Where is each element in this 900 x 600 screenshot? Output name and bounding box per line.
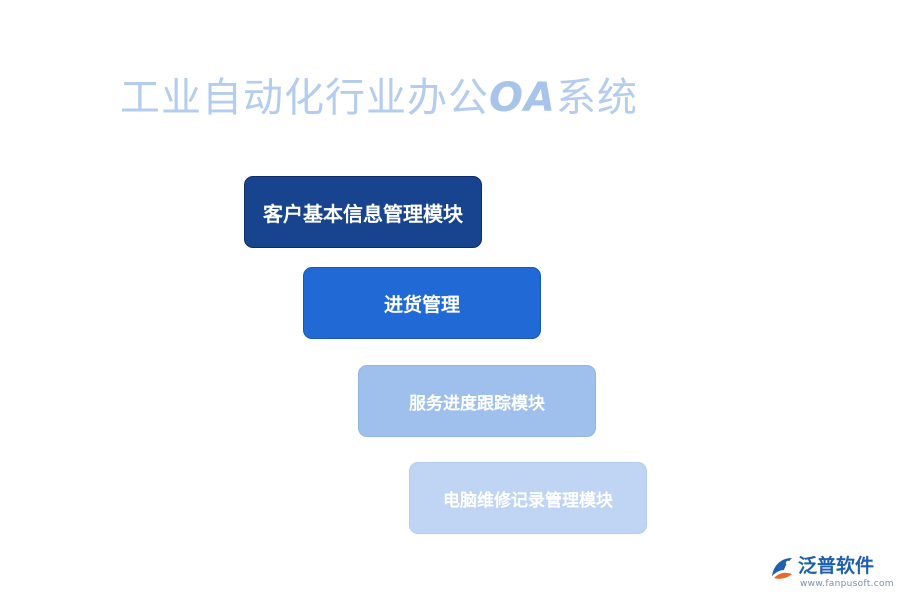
module-label: 服务进度跟踪模块: [409, 393, 545, 414]
module-label: 客户基本信息管理模块: [263, 201, 463, 226]
title-suffix: 系统: [555, 75, 638, 121]
module-service-progress: 服务进度跟踪模块: [358, 365, 596, 437]
module-customer-info: 客户基本信息管理模块: [244, 176, 482, 248]
page-title: 工业自动化行业办公OA系统: [120, 70, 638, 126]
fanpu-logo-icon: [772, 558, 792, 579]
logo-url: www.fanpusoft.com: [800, 579, 894, 589]
module-repair-records: 电脑维修记录管理模块: [409, 462, 647, 534]
module-label: 电脑维修记录管理模块: [443, 490, 613, 511]
title-highlight: OA: [489, 75, 556, 121]
title-prefix: 工业自动化行业办公: [120, 75, 489, 121]
module-purchase: 进货管理: [303, 267, 541, 339]
brand-logo: 泛普软件 www.fanpusoft.com: [768, 552, 894, 592]
module-label: 进货管理: [383, 293, 460, 316]
logo-name: 泛普软件: [798, 555, 875, 577]
